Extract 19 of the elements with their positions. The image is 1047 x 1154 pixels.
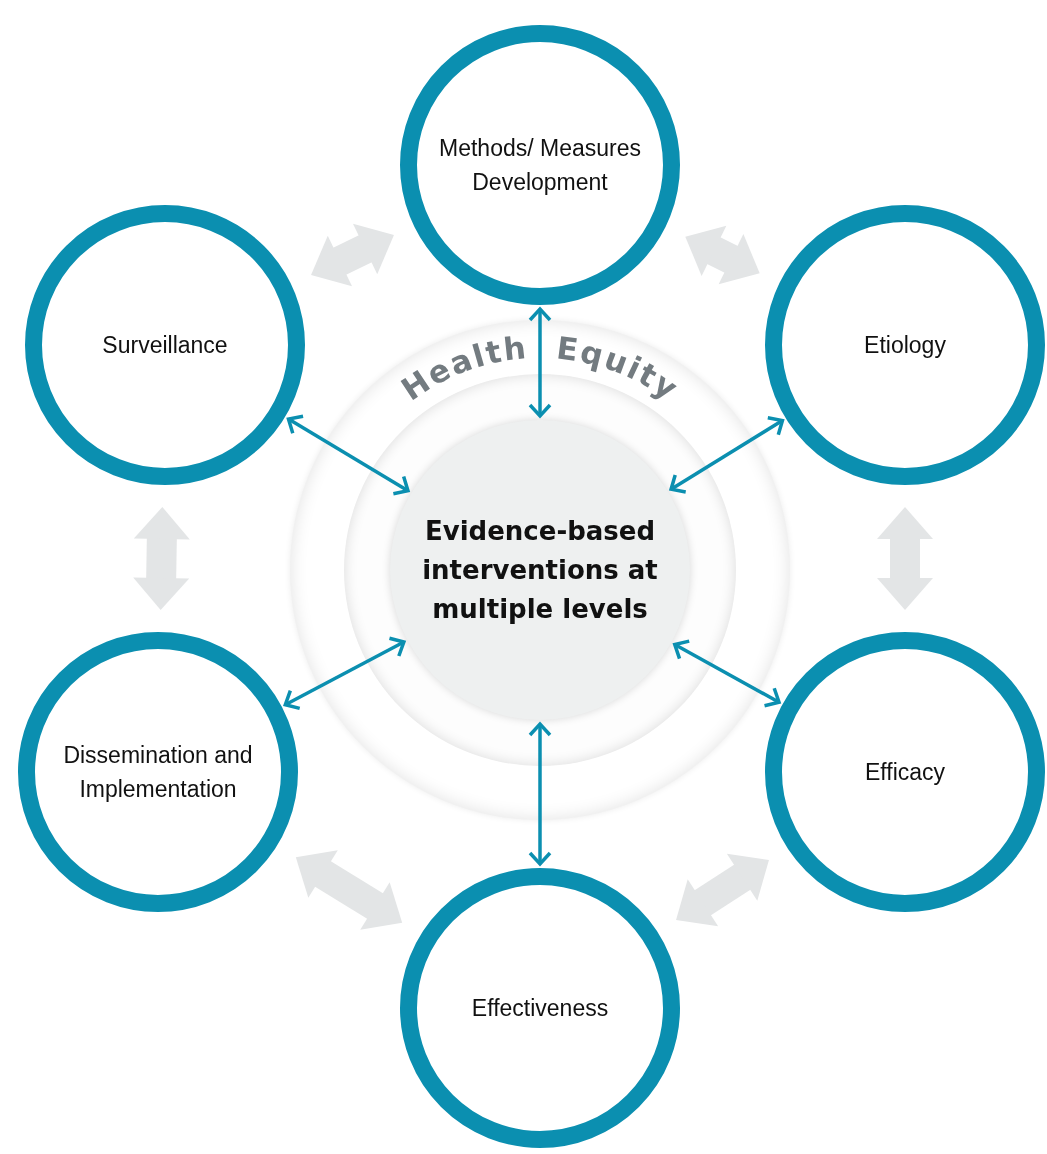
connector-arrow: [528, 307, 552, 418]
stage-label: Etiology: [863, 330, 947, 360]
stage-label: Methods/ Measures Development: [438, 133, 642, 197]
stage-label: Effectiveness: [470, 993, 610, 1023]
double-arrow: [685, 225, 760, 285]
stage-label: Dissemination and Implementation: [62, 740, 254, 804]
double-arrow: [133, 507, 190, 610]
double-arrow: [877, 507, 933, 610]
connector-arrow: [286, 414, 410, 496]
connector-arrow: [283, 636, 406, 711]
double-arrow: [311, 223, 394, 287]
connector-arrow: [673, 639, 781, 708]
stage-label: Efficacy: [863, 757, 947, 787]
connector-arrow: [528, 722, 552, 866]
stage-label: Surveillance: [101, 330, 229, 360]
center-label: Evidence-based interventions at multiple levels: [422, 514, 658, 626]
double-arrow: [295, 850, 403, 930]
double-arrow: [676, 853, 769, 927]
connector-arrow: [669, 416, 785, 494]
